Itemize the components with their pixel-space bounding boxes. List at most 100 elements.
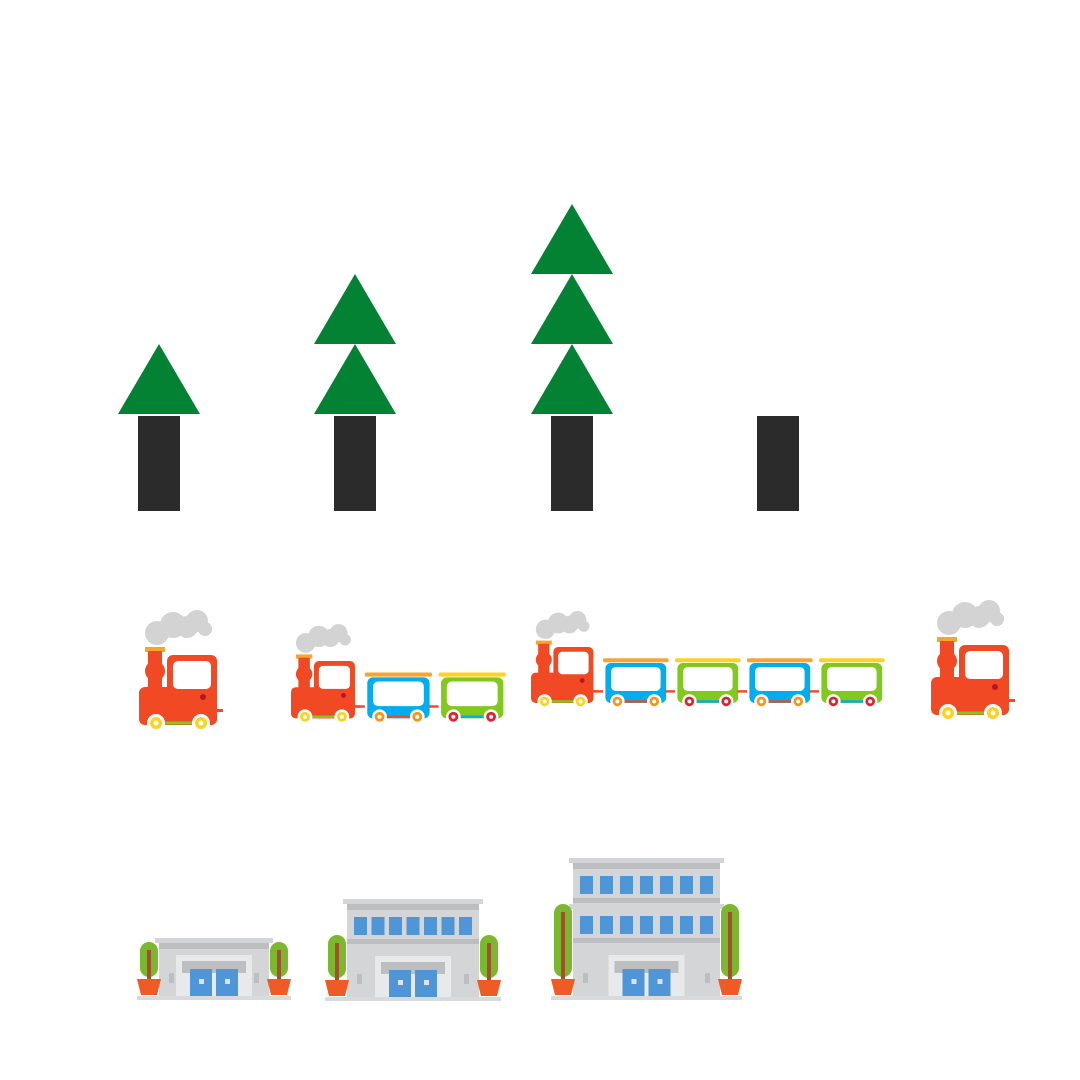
wheel-hub xyxy=(451,714,456,719)
caterpillar-leg xyxy=(387,160,391,170)
antenna-tip xyxy=(125,98,133,106)
smoke-puff xyxy=(990,612,1004,626)
door-handle xyxy=(398,980,403,985)
antenna-tip xyxy=(744,98,752,106)
building-ground xyxy=(137,996,291,1000)
smile xyxy=(475,155,491,159)
building-window xyxy=(580,916,593,934)
caterpillar-spot xyxy=(587,123,599,131)
engine-window xyxy=(318,665,351,689)
floor-band xyxy=(573,898,720,903)
eye-pupil xyxy=(149,136,157,144)
building-cornice xyxy=(573,863,720,869)
building-window xyxy=(700,876,713,894)
train xyxy=(291,624,506,725)
caterpillar-spot xyxy=(539,119,551,127)
caterpillar-body-segment xyxy=(744,111,788,165)
caterpillar-spot xyxy=(387,117,399,125)
caterpillar-spot xyxy=(363,115,375,123)
caterpillar xyxy=(455,98,635,178)
building-window xyxy=(680,876,693,894)
caterpillar-spot xyxy=(177,117,189,125)
caterpillar-body-segment xyxy=(591,119,635,173)
train xyxy=(531,611,885,709)
engine-light xyxy=(200,694,206,700)
eye-white xyxy=(466,133,480,147)
plant-stem xyxy=(335,943,339,984)
caterpillar-head xyxy=(455,122,515,168)
caterpillar-body-segment xyxy=(495,111,539,165)
building-ground xyxy=(551,996,742,1000)
cheek xyxy=(464,146,474,151)
caterpillar-body-segment xyxy=(567,117,611,171)
engine-light xyxy=(992,684,998,690)
wheel-hub xyxy=(868,699,873,704)
cheek xyxy=(731,146,741,151)
coupler xyxy=(428,705,439,708)
smile xyxy=(137,155,153,159)
wheel-hub xyxy=(831,699,836,704)
caterpillar-body-segment xyxy=(367,111,411,165)
caterpillar-spot xyxy=(563,121,575,129)
caterpillar-leg xyxy=(331,156,335,166)
caterpillar-body-segment xyxy=(519,113,563,167)
tree xyxy=(314,274,396,511)
antenna-tip xyxy=(463,98,471,106)
caterpillar-body-segment xyxy=(319,107,363,161)
eye-pupil xyxy=(487,136,495,144)
cheek xyxy=(126,146,136,151)
train xyxy=(931,600,1015,722)
caterpillar-leg xyxy=(177,160,181,170)
caterpillar-body-segment xyxy=(157,111,201,165)
antenna-icon xyxy=(716,102,749,125)
wheel-hub xyxy=(377,714,382,719)
caterpillar-spot xyxy=(611,125,623,133)
coupler xyxy=(665,690,675,693)
caterpillar-leg xyxy=(595,166,599,176)
engine-window xyxy=(965,651,1003,679)
door-handle xyxy=(225,979,230,984)
building-window xyxy=(424,917,437,935)
caterpillar-leg xyxy=(395,160,399,170)
train xyxy=(139,610,223,732)
caterpillar-leg xyxy=(756,160,760,170)
plant-pot xyxy=(477,980,501,996)
eye-pupil xyxy=(131,136,139,144)
plant-stem xyxy=(728,912,732,983)
caterpillar-leg xyxy=(764,160,768,170)
building-roof xyxy=(343,899,483,904)
wheel-hub xyxy=(489,714,494,719)
antenna-icon xyxy=(291,98,324,121)
caterpillar-head xyxy=(704,122,764,168)
tree-triangle xyxy=(118,344,200,414)
engine-window xyxy=(173,661,211,689)
wheel-hub xyxy=(652,699,657,704)
caterpillar xyxy=(117,98,201,170)
smile xyxy=(299,151,315,155)
building-roof xyxy=(155,938,273,943)
caterpillar-body-segment xyxy=(343,109,387,163)
chimney-cap xyxy=(295,654,313,659)
building-window xyxy=(700,916,713,934)
caterpillar xyxy=(704,98,788,170)
car-window xyxy=(755,667,805,691)
wheel-hub xyxy=(153,720,159,726)
floor-band xyxy=(347,939,479,944)
coupler xyxy=(809,690,819,693)
caterpillar-leg xyxy=(515,160,519,170)
caterpillar-leg xyxy=(339,156,343,166)
caterpillar-leg xyxy=(347,156,351,166)
plant-pot xyxy=(325,980,349,996)
cheek xyxy=(713,146,723,151)
tree-triangle xyxy=(531,344,613,414)
antenna-icon xyxy=(129,102,162,125)
chimney-cap xyxy=(937,637,957,642)
eye-pupil xyxy=(469,136,477,144)
coupler xyxy=(354,705,365,708)
caterpillar-spot xyxy=(515,117,527,125)
building-window xyxy=(620,876,633,894)
car-roof xyxy=(747,658,813,663)
smoke-puff xyxy=(578,620,590,632)
caterpillar-body-segment xyxy=(543,115,587,169)
